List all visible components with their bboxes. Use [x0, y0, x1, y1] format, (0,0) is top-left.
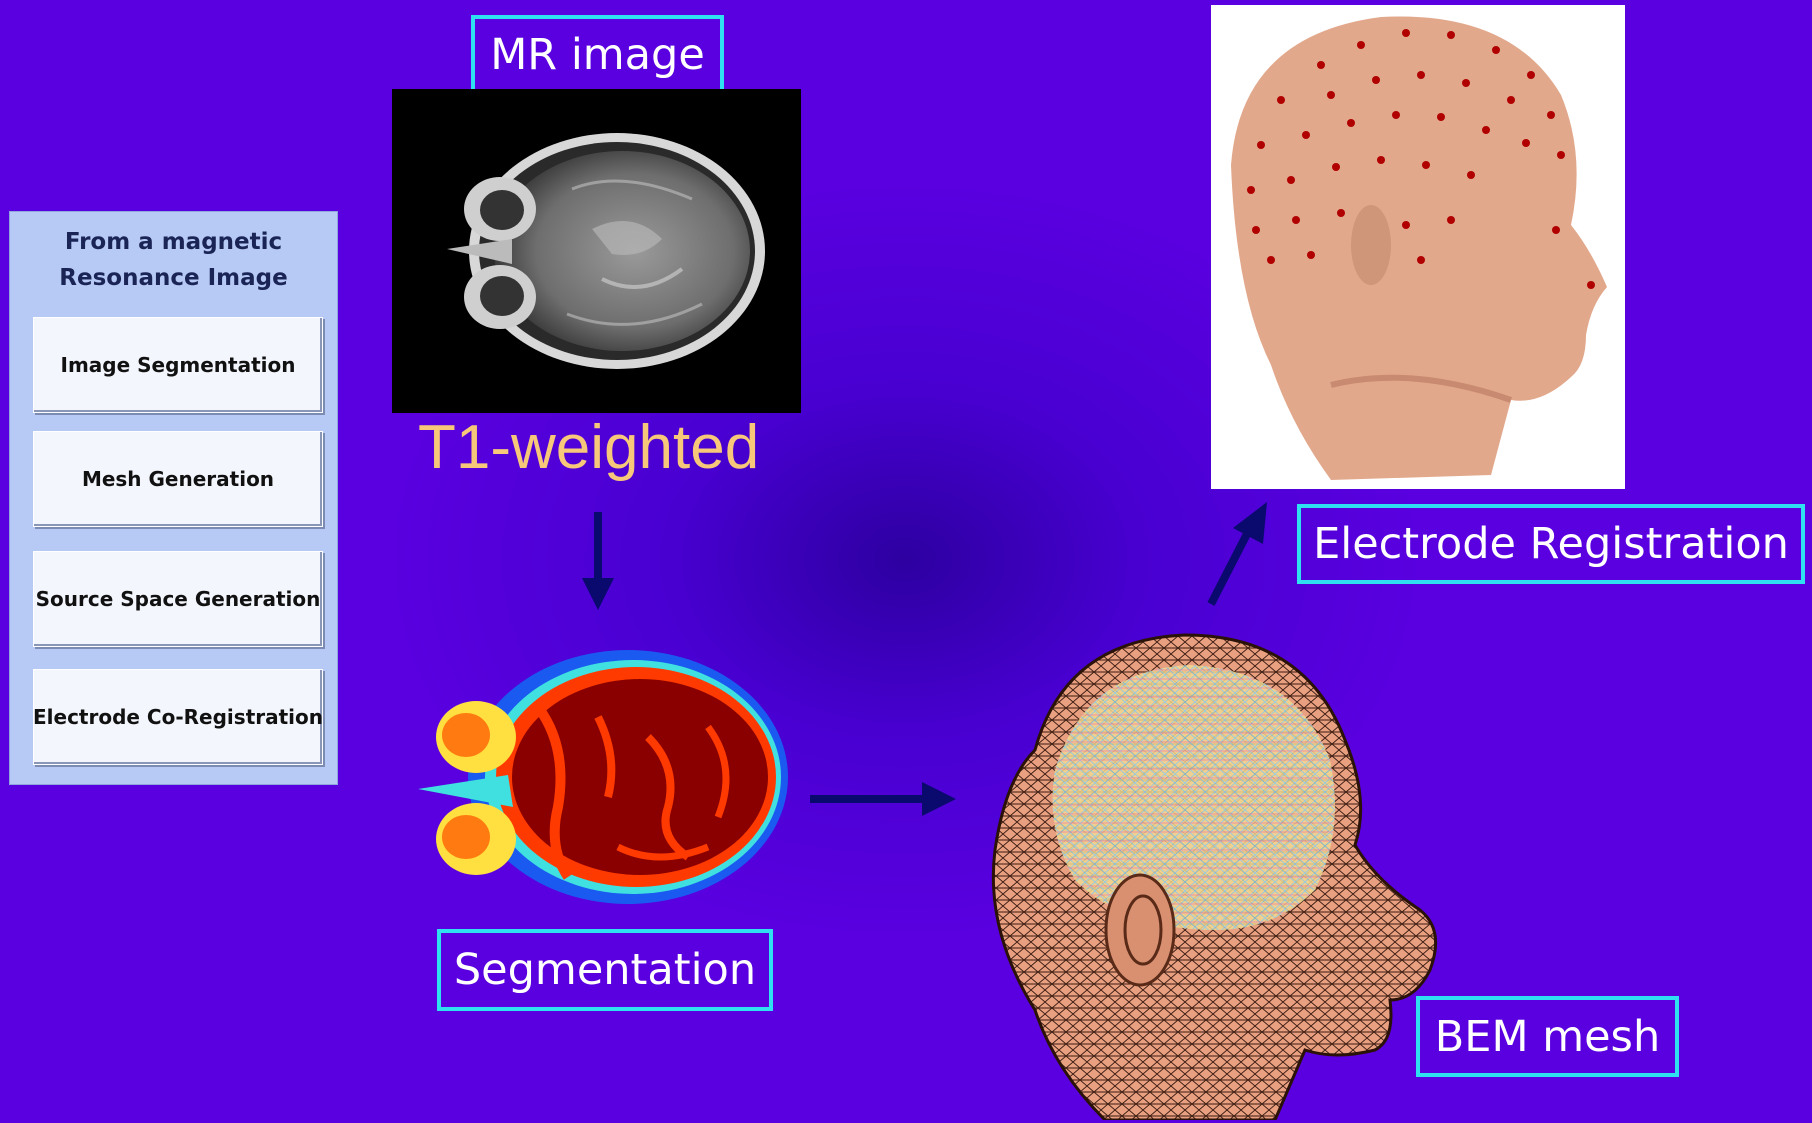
bem-mesh-caption: BEM mesh: [1416, 996, 1679, 1077]
electrode-head-image: [1211, 5, 1625, 489]
panel-title: From a magnetic Resonance Image: [10, 224, 337, 296]
electrode-registration-caption: Electrode Registration: [1297, 504, 1805, 584]
down-arrow-icon: [582, 512, 614, 610]
control-panel: From a magnetic Resonance Image Image Se…: [9, 211, 338, 785]
segmentation-caption: Segmentation: [437, 929, 773, 1011]
mr-image-caption: MR image: [471, 15, 724, 95]
segmentation-image: [418, 647, 790, 907]
bem-mesh-head-image: [975, 630, 1455, 1120]
panel-title-line2: Resonance Image: [10, 260, 337, 296]
mri-slice-image: [392, 89, 801, 413]
electrode-co-registration-button[interactable]: Electrode Co-Registration: [33, 669, 323, 765]
image-segmentation-button[interactable]: Image Segmentation: [33, 317, 323, 413]
source-space-generation-button[interactable]: Source Space Generation: [33, 551, 323, 647]
diagonal-arrow-icon: [1203, 502, 1269, 607]
t1-weighted-label: T1-weighted: [418, 412, 759, 483]
mesh-generation-button[interactable]: Mesh Generation: [33, 431, 323, 527]
right-arrow-icon: [810, 782, 956, 816]
panel-title-line1: From a magnetic: [10, 224, 337, 260]
